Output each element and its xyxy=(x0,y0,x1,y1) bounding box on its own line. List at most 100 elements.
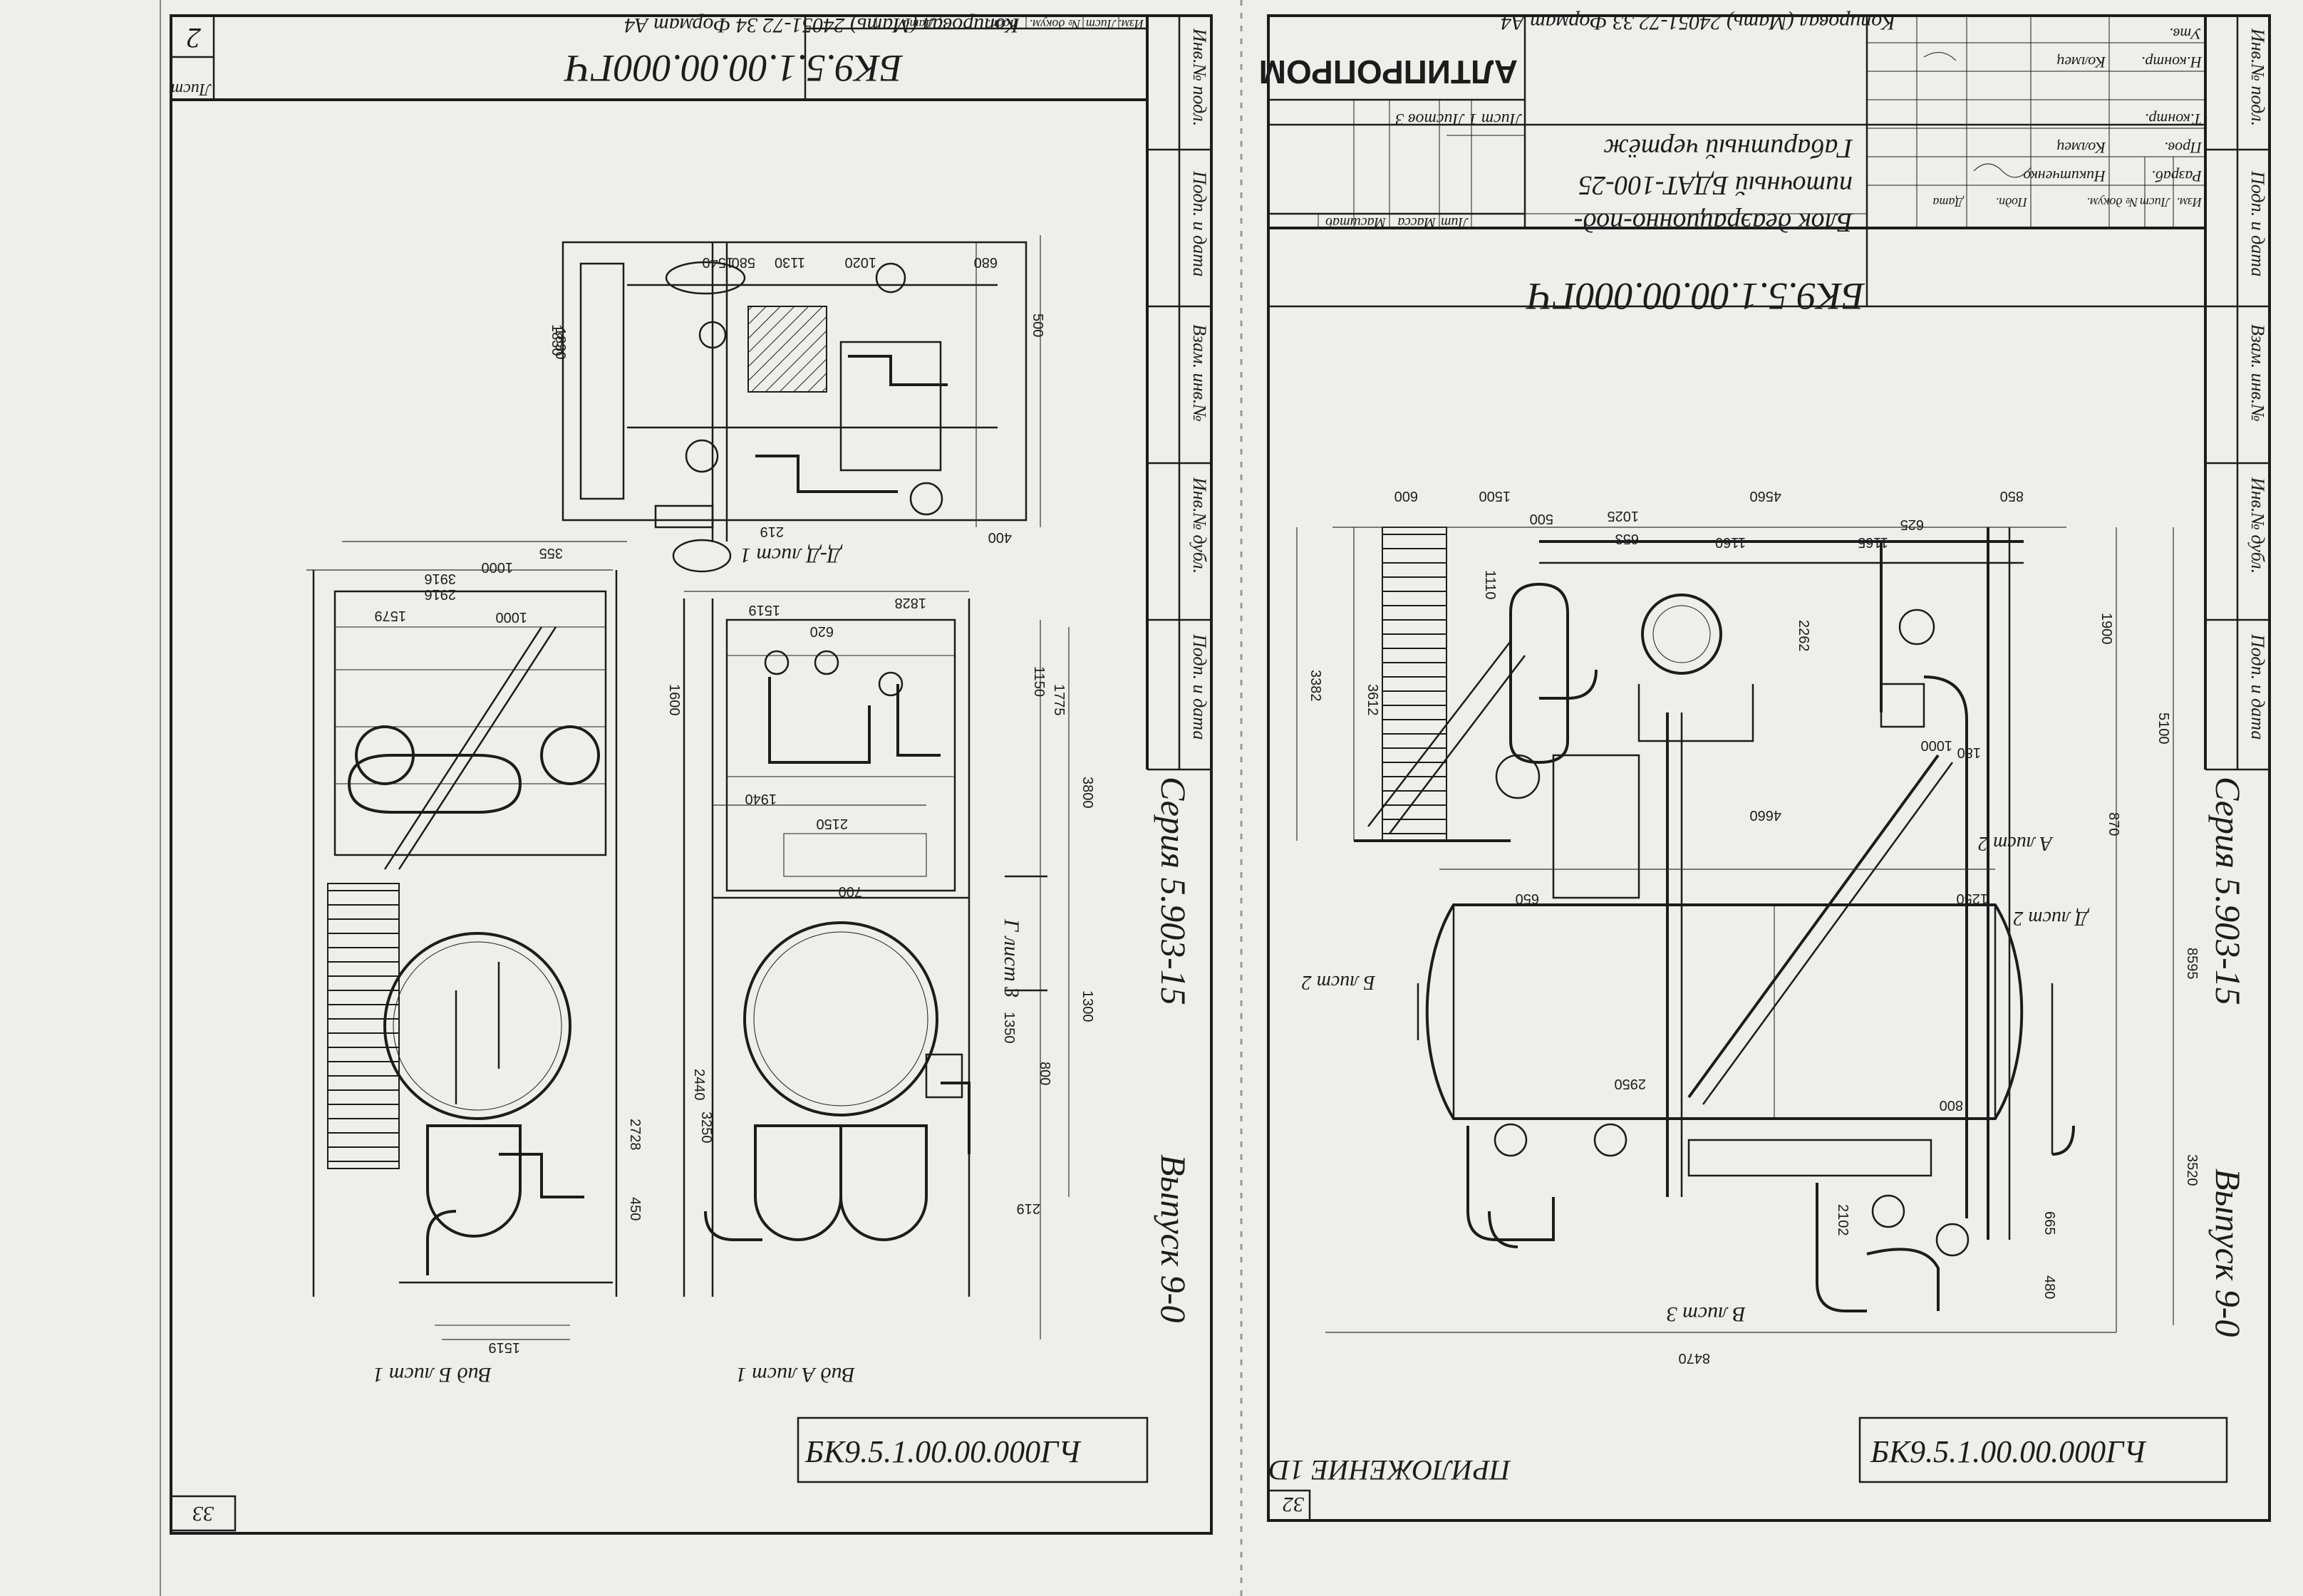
right-dim-26: 2102 xyxy=(1835,1204,1851,1236)
right-rev-col-2: № докум. xyxy=(2086,195,2138,209)
right-dim-28: 1250 xyxy=(1957,891,1989,906)
left-dim-29: 500 xyxy=(1030,314,1045,337)
left-sheet-number: 2 xyxy=(187,22,201,54)
right-callout-b2: Б лист 2 xyxy=(1302,971,1376,993)
right-dim-27: 8470 xyxy=(1679,1350,1711,1366)
right-role-4: Утв. xyxy=(2169,25,2202,43)
left-dim-9: 1828 xyxy=(895,595,927,611)
right-dim-13: 1900 xyxy=(2098,613,2114,645)
left-side-cell-3: Инв.№ дубл. xyxy=(1189,477,1210,574)
right-name-1: Колмец xyxy=(2056,139,2106,157)
right-title-line-2: питочный БДАТ-100-25 xyxy=(1578,170,1853,200)
right-copy-header: Копировал (Мать) 24051-72 33 Формат А4 xyxy=(1501,11,1896,34)
right-dim-21: 870 xyxy=(2106,812,2121,836)
right-dim-17: 3520 xyxy=(2184,1154,2200,1186)
left-view-b-label: Вид Б лист 1 xyxy=(373,1363,492,1387)
right-series: Серия 5.903-15 xyxy=(2208,777,2248,1005)
right-dim-5: 4560 xyxy=(1750,488,1782,504)
right-elevation-view xyxy=(1354,527,2075,1312)
left-dim-5: 2916 xyxy=(425,586,457,602)
left-dim-7: 1579 xyxy=(375,608,407,623)
right-title-block: Инв.№ подл. Подп. и дата Взам. инв.№ Инв… xyxy=(1259,16,2270,771)
right-dim-10: 1110 xyxy=(1482,570,1498,600)
left-dim-1: 1130 xyxy=(775,254,805,270)
right-callout-b: В лист 3 xyxy=(1667,1302,1746,1326)
signature-nkontr xyxy=(1923,52,1957,61)
left-dim-4: 1000 xyxy=(482,559,514,575)
left-dim-11: 1775 xyxy=(1051,684,1067,716)
right-rev-col-4: Дата xyxy=(1932,195,1965,209)
right-side-cell-0: Инв.№ подл. xyxy=(2247,28,2268,126)
right-rev-col-1: Лист xyxy=(2140,195,2170,209)
right-dim-12: 3612 xyxy=(1365,684,1380,716)
left-dim-15: 1940 xyxy=(745,791,777,807)
left-dimensions: 1540 1130 1020 680 1000 2916 3916 1579 1… xyxy=(375,254,1096,1355)
left-rev-col-2: № докум. xyxy=(1029,17,1081,31)
right-dim-22: 2950 xyxy=(1615,1076,1647,1092)
left-top-plan-view xyxy=(561,235,1041,573)
left-dim-27: 219 xyxy=(760,524,784,539)
right-dim-0: 600 xyxy=(1394,488,1418,504)
left-dim-26: 400 xyxy=(988,529,1012,545)
right-callout-a2: Д лист 2 xyxy=(2013,907,2090,929)
right-name-0: Никитченко xyxy=(2023,167,2106,185)
left-series: Серия 5.903-15 xyxy=(1154,777,1194,1005)
left-rev-col-4: Дата xyxy=(903,17,935,31)
left-dimension-lines xyxy=(306,541,1070,1340)
left-dim-8: 1519 xyxy=(749,602,781,618)
right-dim-7: 1165 xyxy=(1858,534,1888,550)
left-sheet-label: Лист xyxy=(171,80,212,98)
left-side-cell-0: Инв.№ подл. xyxy=(1189,28,1210,126)
left-sheet: Инв.№ подл. Подп. и дата Взам. инв.№ Инв… xyxy=(160,0,1213,1596)
right-dim-15: 2262 xyxy=(1796,620,1811,652)
right-dim-19: 4660 xyxy=(1750,807,1782,823)
left-dim-19: 2440 xyxy=(691,1069,707,1101)
left-side-stamp: Инв.№ подл. Подп. и дата Взам. инв.№ Инв… xyxy=(1147,16,1211,771)
left-dim-23: 620 xyxy=(810,623,834,639)
right-org: АЛТИПРОПРОМ xyxy=(1259,53,1518,90)
right-dimension-lines xyxy=(1296,527,2174,1333)
left-designation-top: БК9.5.1.00.00.000ГЧ xyxy=(564,47,904,90)
left-dim-6: 3916 xyxy=(425,571,457,586)
right-sheet-row: Лист 1 Листов 3 xyxy=(1395,110,1522,128)
left-dim-13: 1830 xyxy=(549,324,564,356)
left-dim-12: 3800 xyxy=(1080,777,1095,809)
right-lit-col-1: Масса xyxy=(1397,214,1437,230)
left-dim-17: 1300 xyxy=(1080,990,1095,1022)
right-issue: Выпуск 9-0 xyxy=(2208,1168,2248,1337)
right-dim-29: 650 xyxy=(1516,891,1539,906)
left-dim-31: 355 xyxy=(539,545,563,561)
right-dim-2: 500 xyxy=(1530,511,1553,527)
left-dim-32: 1000 xyxy=(496,609,528,625)
right-dim-4: 653 xyxy=(1615,531,1639,546)
left-rev-col-1: Лист xyxy=(1086,17,1117,31)
left-rev-col-3: Подп. xyxy=(988,17,1020,31)
left-side-cell-4: Подп. и дата xyxy=(1189,633,1210,740)
left-dim-25: 1600 xyxy=(666,684,682,716)
right-dim-6: 1160 xyxy=(1715,534,1746,550)
right-dim-3: 1025 xyxy=(1608,508,1640,524)
right-dim-16: 8595 xyxy=(2184,948,2200,980)
left-callout-g: Г лист 3 xyxy=(1000,918,1023,998)
right-dim-8: 625 xyxy=(1900,517,1924,532)
right-role-2: Т.контр. xyxy=(2145,110,2202,128)
right-rev-col-3: Подп. xyxy=(1996,195,2028,209)
right-callout-a: А лист 2 xyxy=(1978,832,2054,854)
right-designation-bottom: БК9.5.1.00.00.000ГЧ xyxy=(1870,1434,2147,1469)
left-dim-22: 1519 xyxy=(489,1340,521,1355)
right-side-cell-2: Взам. инв.№ xyxy=(2247,324,2268,422)
left-designation-bottom: БК9.5.1.00.00.000ГЧ xyxy=(804,1434,1082,1469)
right-dim-1: 1500 xyxy=(1479,488,1511,504)
right-dim-11: 3382 xyxy=(1308,670,1323,702)
right-dim-20: 1000 xyxy=(1921,737,1953,753)
right-lit-col-0: Лит xyxy=(1441,214,1469,230)
left-dim-2: 1020 xyxy=(845,254,877,270)
left-rev-header: Изм. Лист № докум. Подп. Дата xyxy=(804,16,1147,100)
left-rev-col-0: Изм. xyxy=(1118,17,1144,31)
left-side-cell-1: Подп. и дата xyxy=(1189,170,1210,276)
right-dim-9: 850 xyxy=(2000,488,2024,504)
left-section-label: Д-Д лист 1 xyxy=(740,544,843,567)
right-designation-top: БК9.5.1.00.00.000ГЧ xyxy=(1526,275,1865,318)
right-role-1: Пров. xyxy=(2164,139,2203,157)
left-dim-20: 800 xyxy=(1037,1062,1052,1085)
